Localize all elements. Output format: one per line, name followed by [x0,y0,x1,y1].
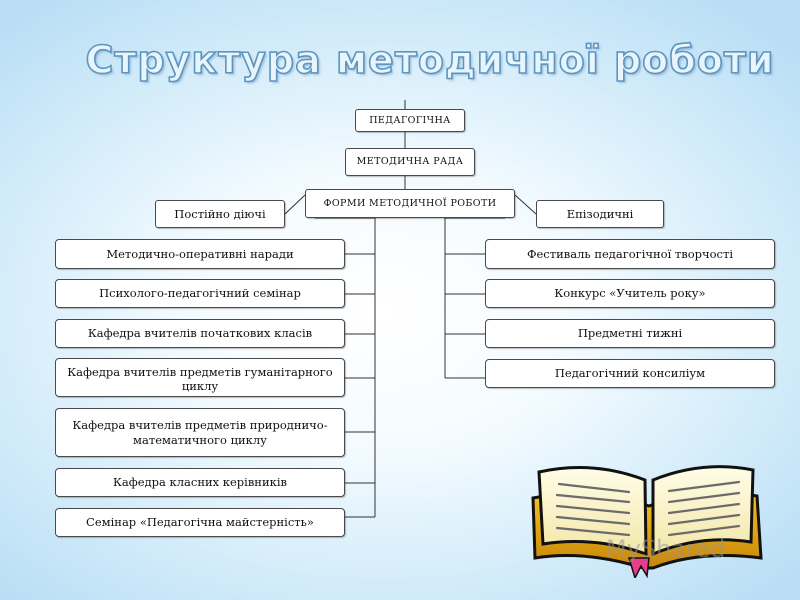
node-formy-metodychnoi-roboty: ФОРМИ МЕТОДИЧНОЇ РОБОТИ [305,189,515,218]
header-epizodychni: Епізодичні [536,200,664,228]
left-item: Кафедра вчителів предметів природничо-ма… [55,408,345,457]
left-item: Психолого-педагогічний семінар [55,279,345,308]
left-item: Методично-оперативні наради [55,239,345,269]
right-item: Педагогічний консиліум [485,359,775,388]
left-item: Семінар «Педагогічна майстерність» [55,508,345,537]
right-item: Фестиваль педагогічної творчості [485,239,775,269]
left-item: Кафедра вчителів предметів гуманітарного… [55,358,345,397]
left-item: Кафедра вчителів початкових класів [55,319,345,348]
node-metodychna-rada: МЕТОДИЧНА РАДА [345,148,475,176]
header-postiino-diiuchi: Постійно діючі [155,200,285,228]
node-pedahohichna: ПЕДАГОГІЧНА [355,109,465,132]
slide-title: Структура методичної роботи [85,37,775,83]
watermark-logo: MyShared [606,535,726,563]
open-book-icon [531,465,763,578]
left-item: Кафедра класних керівників [55,468,345,497]
right-item: Конкурс «Учитель року» [485,279,775,308]
right-item: Предметні тижні [485,319,775,348]
